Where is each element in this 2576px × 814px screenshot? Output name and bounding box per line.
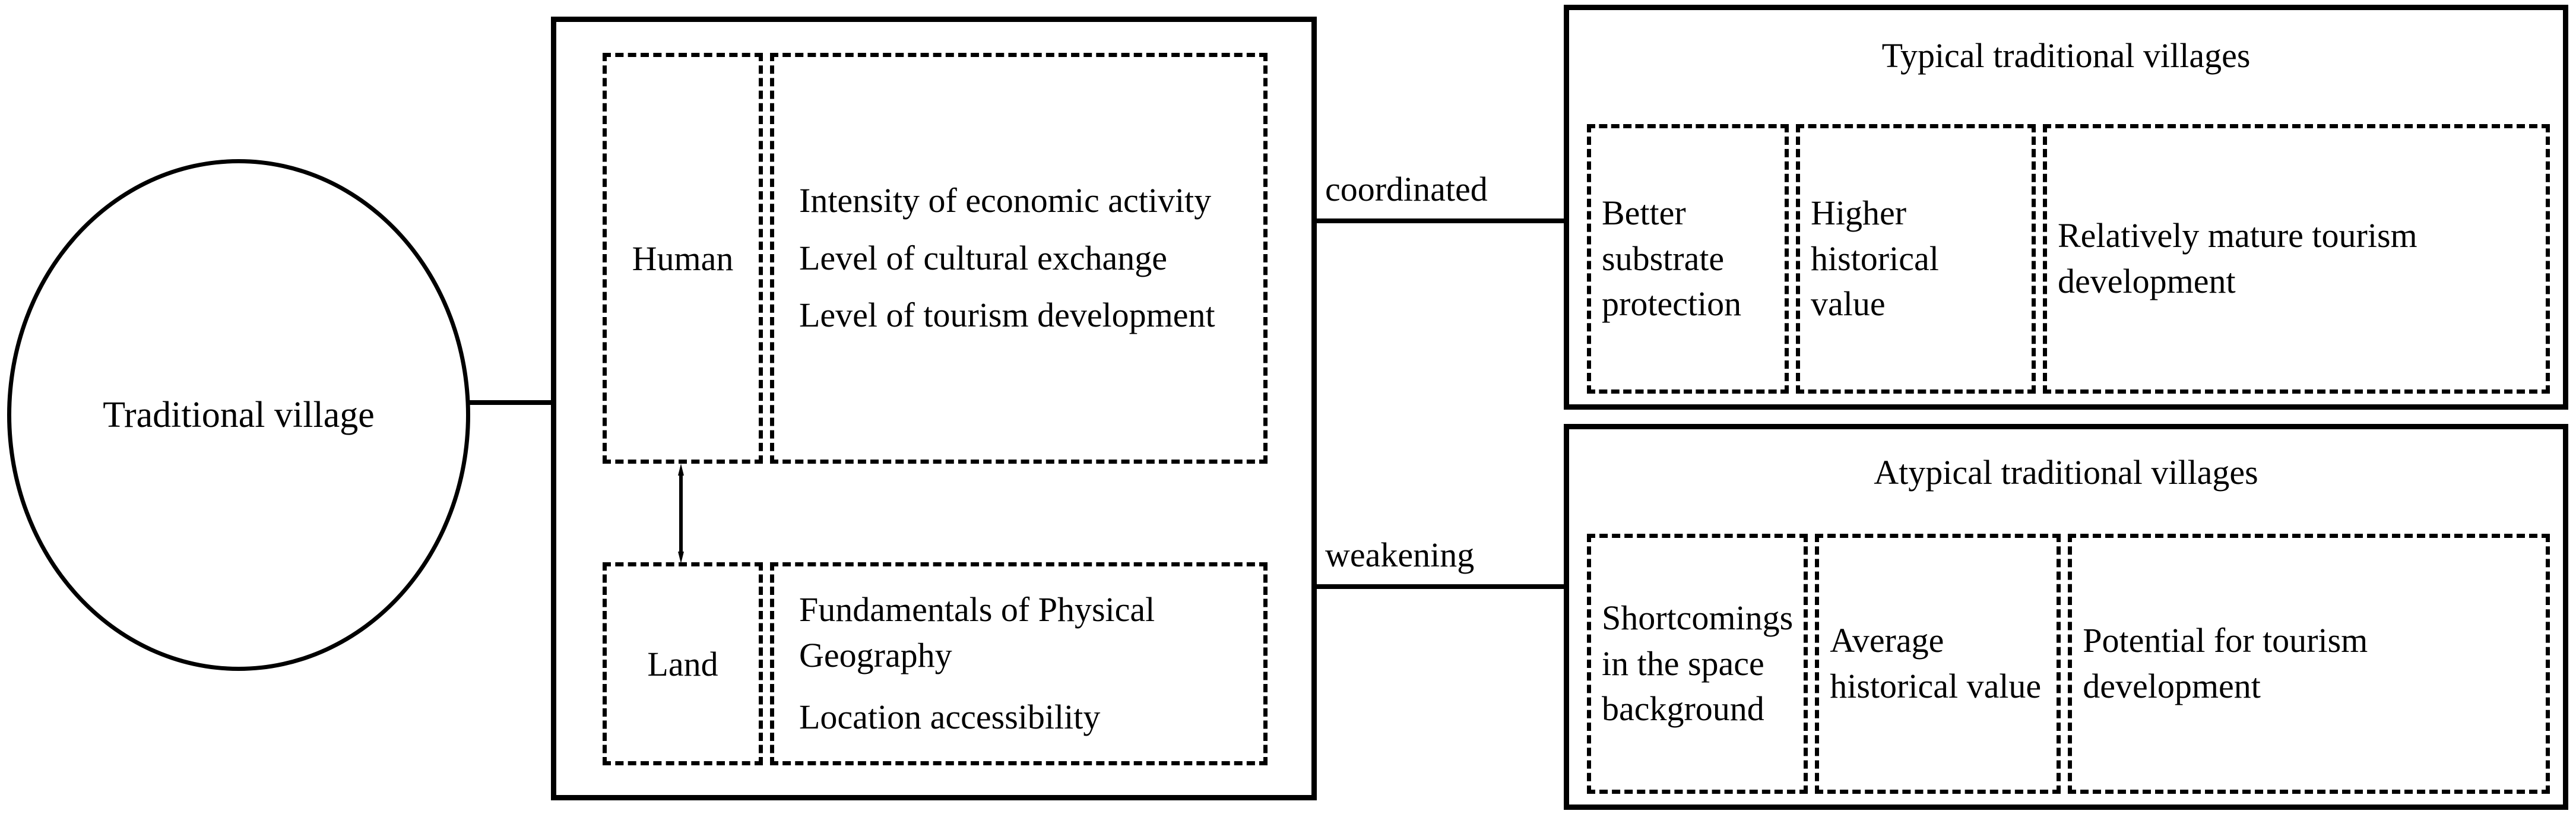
factor-group-land: Land Fundamentals of Physical Geography …: [603, 562, 1268, 765]
outcome-title: Atypical traditional villages: [1874, 453, 2258, 492]
outcome-columns: Better substrate protection Higher histo…: [1587, 124, 2550, 394]
factor-item: Fundamentals of Physical Geography: [799, 590, 1155, 674]
factor-item: Location accessibility: [799, 698, 1101, 737]
outcome-attribute: Shortcomings in the space background: [1587, 534, 1808, 794]
outcome-attribute: Higher historical value: [1796, 124, 2036, 394]
outcome-atypical-villages: Atypical traditional villages Shortcomin…: [1564, 424, 2568, 810]
factor-key-human: Human: [603, 53, 763, 464]
connector-label-coordinated: coordinated: [1323, 172, 1490, 207]
outcome-attribute: Better substrate protection: [1587, 124, 1789, 394]
outcome-attribute: Relatively mature tourism development: [2043, 124, 2550, 394]
factor-key-land: Land: [603, 562, 763, 765]
double-headed-vertical-arrow-icon: [678, 464, 684, 563]
factor-group-human: Human Intensity of economic activity Lev…: [603, 53, 1268, 464]
factor-values-land: Fundamentals of Physical Geography Locat…: [770, 562, 1268, 765]
factor-item: Level of tourism development: [799, 296, 1215, 335]
traditional-village-node: Traditional village: [7, 159, 470, 671]
outcome-title: Typical traditional villages: [1881, 36, 2251, 75]
factor-values-human: Intensity of economic activity Level of …: [770, 53, 1268, 464]
outcome-attribute: Average historical value: [1815, 534, 2061, 794]
connector-source-to-factors: [469, 400, 553, 405]
factor-item: Intensity of economic activity: [799, 181, 1212, 220]
connector-coordinated: [1313, 218, 1568, 223]
factors-container: Human Intensity of economic activity Lev…: [551, 17, 1317, 800]
traditional-village-label: Traditional village: [103, 394, 375, 435]
factor-item: Level of cultural exchange: [799, 238, 1167, 277]
outcome-typical-villages: Typical traditional villages Better subs…: [1564, 5, 2568, 410]
outcome-columns: Shortcomings in the space background Ave…: [1587, 534, 2550, 794]
connector-weakening: [1313, 584, 1568, 589]
outcome-attribute: Potential for tourism development: [2068, 534, 2550, 794]
connector-label-weakening: weakening: [1323, 538, 1477, 572]
